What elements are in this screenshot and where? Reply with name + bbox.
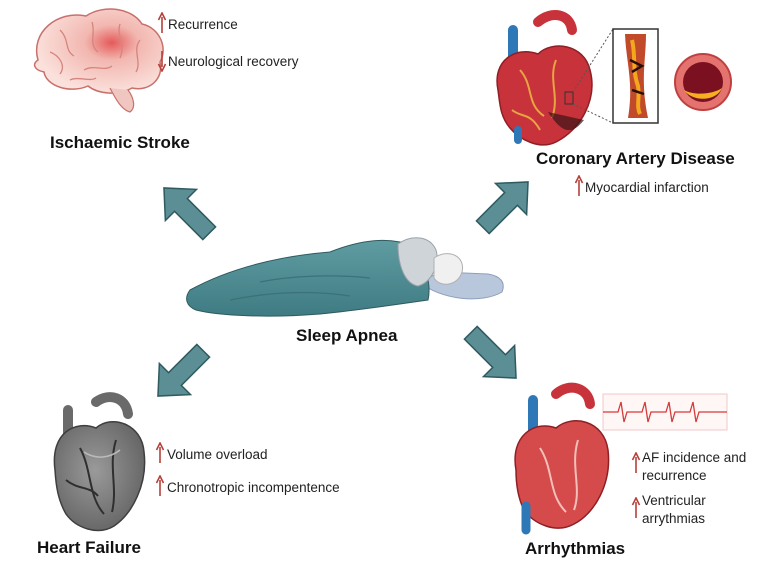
hf-item-chronotropic: Chronotropic incompentence xyxy=(167,480,340,495)
center-label: Sleep Apnea xyxy=(296,326,398,345)
up-arrow-icon xyxy=(574,175,584,196)
up-arrow-icon xyxy=(631,452,641,473)
up-arrow-icon xyxy=(157,12,167,33)
arr-item-af-line1: AF incidence and xyxy=(642,450,747,465)
stroke-title: Ischaemic Stroke xyxy=(50,133,190,152)
arr-item-va-line1: Ventricular xyxy=(642,493,706,508)
up-arrow-icon xyxy=(155,475,165,496)
heart-icon xyxy=(514,382,610,535)
cad-title: Coronary Artery Disease xyxy=(536,149,735,168)
hf-item-volume: Volume overload xyxy=(167,447,268,462)
hf-title: Heart Failure xyxy=(37,538,141,557)
arrow-to-stroke xyxy=(163,187,217,241)
ecg-strip-icon xyxy=(602,393,728,431)
arrow-to-heart-failure xyxy=(157,343,211,397)
artery-section-icon xyxy=(612,28,659,124)
arr-item-af-line2: recurrence xyxy=(642,468,707,483)
up-arrow-icon xyxy=(155,442,165,463)
sleeping-person-icon xyxy=(186,237,504,317)
stroke-item-recurrence: Recurrence xyxy=(168,17,238,32)
stroke-item-neuro-recovery: Neurological recovery xyxy=(168,54,299,69)
arrow-to-cad xyxy=(475,181,529,235)
brain-icon xyxy=(33,8,164,113)
plaque-cross-section-icon xyxy=(674,53,732,111)
down-arrow-icon xyxy=(157,51,167,72)
cad-item-mi: Myocardial infarction xyxy=(585,180,709,195)
arrow-to-arrhythmias xyxy=(463,325,517,379)
heart-icon xyxy=(53,392,146,532)
up-arrow-icon xyxy=(631,497,641,518)
arr-title: Arrhythmias xyxy=(525,539,626,558)
heart-icon xyxy=(496,10,614,146)
arr-item-va-line2: arrythmias xyxy=(642,511,706,526)
